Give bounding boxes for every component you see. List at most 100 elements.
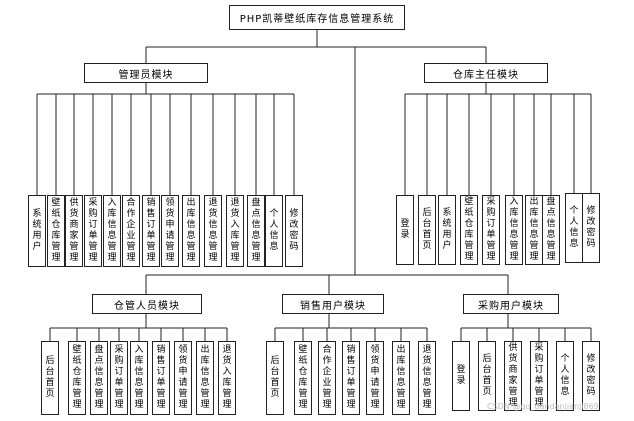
storekeeper-module: 仓管人员模块 — [92, 294, 202, 314]
module-item-label: 壁纸仓库管理 — [72, 345, 82, 410]
module-item-label: 出库信息管理 — [529, 197, 539, 262]
module-item-label: 系统用户 — [32, 209, 42, 252]
module-item-label: 个人信息 — [560, 354, 570, 397]
purchase-item-6: 修改密码 — [582, 341, 600, 411]
module-item-label: 采购订单管理 — [114, 345, 124, 410]
module-item-label: 采购订单管理 — [486, 197, 496, 262]
module-item-label: 领货申请管理 — [165, 198, 175, 263]
module-item-label: 出库信息管理 — [200, 345, 210, 410]
purchase-item-2: 后台首页 — [478, 341, 496, 411]
admin-item-8: 领货申请管理 — [161, 195, 179, 267]
module-item-label: 登录 — [400, 219, 410, 240]
storekeeper-item-4: 采购订单管理 — [110, 341, 128, 415]
purchase-item-1: 登录 — [452, 341, 470, 411]
purchase-module: 采购用户模块 — [463, 294, 559, 314]
module-item-label: 出库信息管理 — [396, 345, 406, 410]
storekeeper-item-2: 壁纸仓库管理 — [68, 341, 86, 415]
admin-item-11: 退货入库管理 — [226, 195, 244, 267]
module-item-label: 销售订单管理 — [346, 345, 356, 410]
warehouse-item-8: 盘点信息管理 — [542, 195, 560, 265]
warehouse-item-4: 壁纸仓库管理 — [460, 195, 478, 265]
module-item-label: 供货商家管理 — [69, 198, 79, 263]
module-item-label: 修改密码 — [586, 206, 596, 249]
module-item-label: 壁纸仓库管理 — [298, 345, 308, 410]
admin-item-6: 合作企业管理 — [122, 195, 140, 267]
sales-item-2: 壁纸仓库管理 — [294, 341, 312, 415]
admin-item-1: 系统用户 — [28, 195, 46, 267]
module-item-label: 系统用户 — [442, 208, 452, 251]
warehouse-module: 仓库主任模块 — [424, 63, 548, 83]
module-item-label: 销售订单管理 — [156, 345, 166, 410]
module-item-label: 盘点信息管理 — [251, 198, 261, 263]
admin-item-13: 个人信息 — [265, 195, 283, 267]
admin-item-2: 壁纸仓库管理 — [47, 195, 65, 267]
admin-item-12: 盘点信息管理 — [247, 195, 265, 267]
module-item-label: 退货入库管理 — [230, 198, 240, 263]
sales-item-7: 退货信息管理 — [418, 341, 436, 415]
storekeeper-item-6: 销售订单管理 — [152, 341, 170, 415]
warehouse-item-9: 个人信息 — [565, 193, 583, 263]
purchase-item-4: 采购订单管理 — [530, 341, 548, 411]
module-item-label: 合作企业管理 — [126, 198, 136, 263]
admin-item-5: 入库信息管理 — [103, 195, 121, 267]
module-item-label: 后台首页 — [422, 208, 432, 251]
storekeeper-item-3: 盘点信息管理 — [90, 341, 108, 415]
admin-item-9: 出库信息管理 — [182, 195, 200, 267]
watermark: CSDN @qq_dandanjianji869 — [487, 402, 599, 411]
module-item-label: 壁纸仓库管理 — [464, 197, 474, 262]
module-item-label: 领货申请管理 — [178, 345, 188, 410]
module-item-label: 合作企业管理 — [322, 345, 332, 410]
warehouse-item-10: 修改密码 — [582, 193, 600, 263]
purchase-item-3: 供货商家管理 — [504, 341, 522, 411]
sales-item-4: 销售订单管理 — [342, 341, 360, 415]
module-item-label: 领货申请管理 — [370, 345, 380, 410]
module-item-label: 盘点信息管理 — [546, 197, 556, 262]
storekeeper-item-9: 退货入库管理 — [218, 341, 236, 415]
sales-item-6: 出库信息管理 — [392, 341, 410, 415]
module-item-label: 后台首页 — [45, 356, 55, 399]
warehouse-item-7: 出库信息管理 — [525, 195, 543, 265]
module-item-label: 登录 — [456, 365, 466, 386]
module-item-label: 采购订单管理 — [88, 198, 98, 263]
storekeeper-item-7: 领货申请管理 — [174, 341, 192, 415]
warehouse-item-2: 后台首页 — [418, 195, 436, 265]
warehouse-item-3: 系统用户 — [438, 195, 456, 265]
module-item-label: 个人信息 — [269, 209, 279, 252]
module-item-label: 入库信息管理 — [134, 345, 144, 410]
admin-item-3: 供货商家管理 — [65, 195, 83, 267]
admin-item-4: 采购订单管理 — [84, 195, 102, 267]
module-item-label: 修改密码 — [586, 354, 596, 397]
module-item-label: 盘点信息管理 — [94, 345, 104, 410]
sales-item-3: 合作企业管理 — [318, 341, 336, 415]
module-item-label: 个人信息 — [569, 206, 579, 249]
sales-item-5: 领货申请管理 — [366, 341, 384, 415]
sales-item-1: 后台首页 — [266, 341, 284, 415]
warehouse-item-1: 登录 — [396, 195, 414, 265]
module-item-label: 后台首页 — [270, 356, 280, 399]
storekeeper-item-1: 后台首页 — [41, 341, 59, 415]
module-item-label: 出库信息管理 — [186, 198, 196, 263]
module-item-label: 入库信息管理 — [107, 198, 117, 263]
storekeeper-item-5: 入库信息管理 — [130, 341, 148, 415]
admin-item-10: 退货信息管理 — [204, 195, 222, 267]
module-item-label: 壁纸仓库管理 — [51, 198, 61, 263]
module-item-label: 销售订单管理 — [146, 198, 156, 263]
module-item-label: 退货信息管理 — [208, 198, 218, 263]
admin-item-14: 修改密码 — [285, 195, 303, 267]
warehouse-item-6: 入库信息管理 — [505, 195, 523, 265]
storekeeper-item-8: 出库信息管理 — [196, 341, 214, 415]
admin-item-7: 销售订单管理 — [142, 195, 160, 267]
module-item-label: 退货入库管理 — [222, 345, 232, 410]
root-node: PHP凯蒂壁纸库存信息管理系统 — [229, 5, 405, 30]
purchase-item-5: 个人信息 — [556, 341, 574, 411]
module-item-label: 采购订单管理 — [534, 343, 544, 408]
sales-module: 销售用户模块 — [282, 294, 384, 314]
module-item-label: 供货商家管理 — [508, 343, 518, 408]
module-item-label: 入库信息管理 — [509, 197, 519, 262]
module-item-label: 修改密码 — [289, 209, 299, 252]
admin-module: 管理员模块 — [84, 63, 208, 83]
module-item-label: 后台首页 — [482, 354, 492, 397]
warehouse-item-5: 采购订单管理 — [482, 195, 500, 265]
